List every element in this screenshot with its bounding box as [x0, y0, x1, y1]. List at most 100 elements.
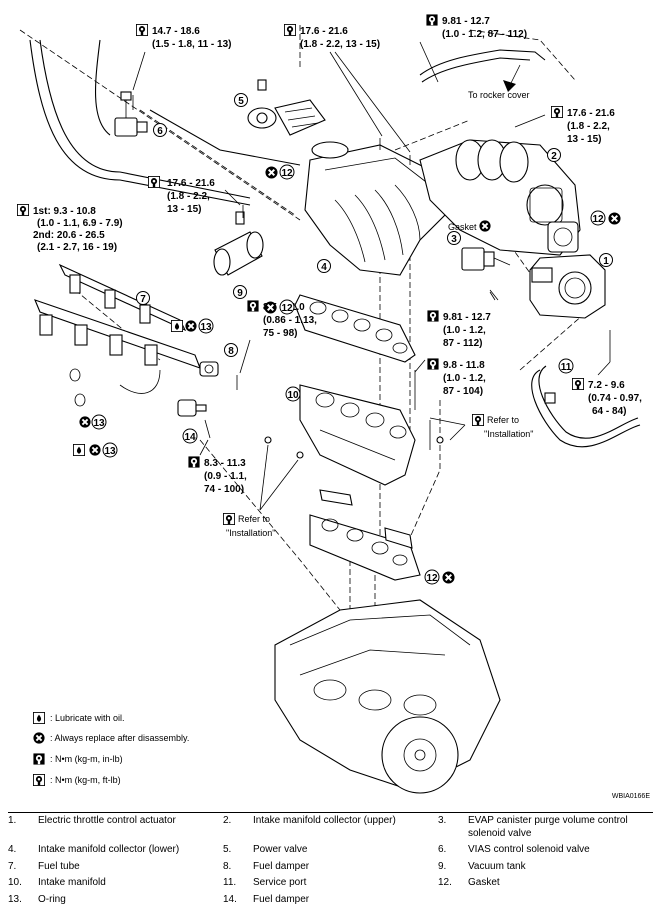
- svg-text:12: 12: [281, 168, 293, 179]
- bolts: [132, 95, 611, 459]
- torque-callout-1: 14.7 - 18.6 (1.5 - 1.8, 11 - 13): [136, 24, 232, 50]
- torque-callout-9: 9.8 - 11.8 (1.0 - 1.2, 87 - 104): [427, 358, 486, 397]
- part-name: Intake manifold: [38, 877, 106, 888]
- part-label-10: 10: [285, 386, 301, 402]
- part-number: 7.: [8, 860, 17, 872]
- power-valve: [247, 79, 326, 136]
- legend-nm-in-lb: : N•m (kg-m, in-lb): [33, 753, 123, 765]
- part-label-5: 5: [234, 93, 248, 107]
- part-name: Fuel damper: [253, 893, 310, 905]
- part-name: Gasket: [468, 877, 500, 888]
- oil-icon: [33, 712, 45, 724]
- part-name: Service port: [253, 877, 307, 888]
- svg-text:4: 4: [321, 262, 327, 273]
- intake-manifold-collector-upper: [419, 139, 581, 256]
- svg-text:8: 8: [228, 346, 234, 357]
- part-label-12-c: 12: [264, 299, 295, 315]
- part-label-13-a: 13: [171, 318, 214, 334]
- svg-text:(1.0 - 1.1, 6.9 - 7.9): (1.0 - 1.1, 6.9 - 7.9): [37, 218, 123, 229]
- torque-callout-4: 17.6 - 21.6 (1.8 - 2.2, 13 - 15): [551, 106, 615, 145]
- svg-text:Refer to: Refer to: [238, 514, 270, 524]
- service-port: [531, 365, 641, 448]
- torque-callout-8: 9.81 - 12.7 (1.0 - 1.2, 87 - 112): [427, 310, 491, 349]
- svg-text:(1.5 - 1.8, 11 - 13): (1.5 - 1.8, 11 - 13): [152, 39, 232, 50]
- part-label-13-b: 13: [79, 414, 107, 430]
- parts-list-item: 6.VIAS control solenoid valve: [438, 844, 653, 857]
- parts-list-item: 1. Electric throttle control actuator: [8, 815, 223, 840]
- part-number: 1.: [8, 815, 17, 826]
- parts-list-item: 11.Service port: [223, 877, 438, 890]
- svg-text:1st: 9.3 - 10.8: 1st: 9.3 - 10.8: [33, 206, 96, 217]
- svg-text:: Lubricate with oil.: : Lubricate with oil.: [50, 713, 125, 723]
- part-label-1: 1: [599, 253, 613, 267]
- svg-text:74 - 100): 74 - 100): [204, 484, 244, 495]
- part-number: 9.: [438, 860, 447, 872]
- refer-installation-left: Refer to "Installation": [223, 513, 275, 538]
- part-name: Vacuum tank: [468, 860, 526, 872]
- svg-text:(1.0 - 1.2, 87 - 112): (1.0 - 1.2, 87 - 112): [442, 29, 527, 40]
- part-number: 12.: [438, 877, 452, 888]
- part-name: O-ring: [38, 893, 66, 905]
- part-label-7: 7: [136, 291, 150, 305]
- intake-manifold-collector-lower: [304, 141, 446, 276]
- svg-text:1: 1: [603, 256, 609, 267]
- part-label-12-a: 12: [265, 164, 295, 180]
- torque-callout-3: 9.81 - 12.7 (1.0 - 1.2, 87 - 112): [426, 14, 527, 40]
- part-name: Intake manifold collector (upper): [253, 815, 396, 826]
- torque-callout-2: 17.6 - 21.6 (1.8 - 2.2, 13 - 15): [284, 24, 380, 50]
- svg-text:8.3 - 11.3: 8.3 - 11.3: [204, 458, 246, 469]
- torque-callout-6: 1st: 9.3 - 10.8 (1.0 - 1.1, 6.9 - 7.9) 2…: [17, 204, 123, 253]
- legend-nm-ft-lb: : N•m (kg-m, ft-lb): [33, 774, 121, 786]
- part-name: Fuel tube: [38, 860, 80, 872]
- svg-text:(1.0 - 1.2,: (1.0 - 1.2,: [443, 373, 486, 384]
- svg-text:"Installation": "Installation": [226, 528, 275, 538]
- svg-text:2: 2: [551, 151, 557, 162]
- part-label-3: 3: [447, 231, 461, 245]
- parts-list-item: 5.Power valve: [223, 844, 438, 857]
- fuel-damper-8: [199, 361, 219, 377]
- vacuum-tank: [213, 211, 264, 276]
- svg-text:5: 5: [238, 96, 244, 107]
- svg-text:13: 13: [93, 418, 105, 429]
- part-label-9: 9: [233, 285, 247, 299]
- part-name: Electric throttle control actuator: [38, 815, 176, 826]
- refer-installation-right: Refer to "Installation": [472, 414, 533, 439]
- parts-list-item: 7. Fuel tube: [8, 861, 223, 874]
- svg-text:17.6 - 21.6: 17.6 - 21.6: [167, 178, 215, 189]
- parts-list-item: 4.Intake manifold collector (lower): [8, 844, 223, 857]
- svg-text:(2.1 - 2.7, 16 - 19): (2.1 - 2.7, 16 - 19): [37, 242, 117, 253]
- to-rocker-cover-note: To rocker cover: [468, 90, 530, 100]
- part-name: [468, 894, 653, 907]
- torque-callout-11: 8.3 - 11.3 (0.9 - 1.1, 74 - 100): [188, 456, 247, 495]
- fuel-tube: [34, 263, 201, 407]
- svg-text:(0.74 - 0.97,: (0.74 - 0.97,: [588, 393, 642, 404]
- svg-text:75 - 98): 75 - 98): [263, 328, 297, 339]
- part-number: 5.: [223, 844, 232, 855]
- rocker-cover-hose: [419, 49, 546, 92]
- manifold-gasket-lower: [309, 489, 421, 581]
- part-number: 2.: [223, 815, 232, 826]
- svg-text:11: 11: [561, 362, 572, 373]
- parts-list-item: 12. Gasket: [438, 877, 653, 890]
- torque-callout-5: 17.6 - 21.6 (1.8 - 2.2, 13 - 15): [148, 176, 215, 215]
- svg-text:13: 13: [200, 322, 212, 333]
- svg-text:(1.8 - 2.2,: (1.8 - 2.2,: [167, 191, 210, 202]
- svg-text:87 - 104): 87 - 104): [443, 386, 483, 397]
- svg-text:9.8 - 11.8: 9.8 - 11.8: [443, 360, 485, 371]
- legend-lubricate: : Lubricate with oil.: [33, 712, 125, 724]
- svg-text:"Installation": "Installation": [484, 429, 533, 439]
- part-label-8: 8: [224, 343, 238, 357]
- parts-list: 1. Electric throttle control actuator 2. In…: [8, 812, 653, 910]
- part-number: [438, 894, 468, 907]
- parts-list-item: 9. Vacuum tank: [438, 861, 653, 874]
- part-name: Fuel damper: [253, 860, 310, 872]
- vacuum-hoses: [29, 39, 301, 206]
- svg-text:9.81 - 12.7: 9.81 - 12.7: [442, 16, 490, 27]
- svg-text:(1.0 - 1.2,: (1.0 - 1.2,: [443, 325, 486, 336]
- part-name: EVAP canister purge volume control solen…: [468, 815, 628, 839]
- figure-id: WBIA0166E: [612, 793, 650, 800]
- part-number: 4.: [8, 844, 17, 855]
- replace-icon: [33, 732, 45, 744]
- evap-purge-solenoid: [461, 247, 511, 271]
